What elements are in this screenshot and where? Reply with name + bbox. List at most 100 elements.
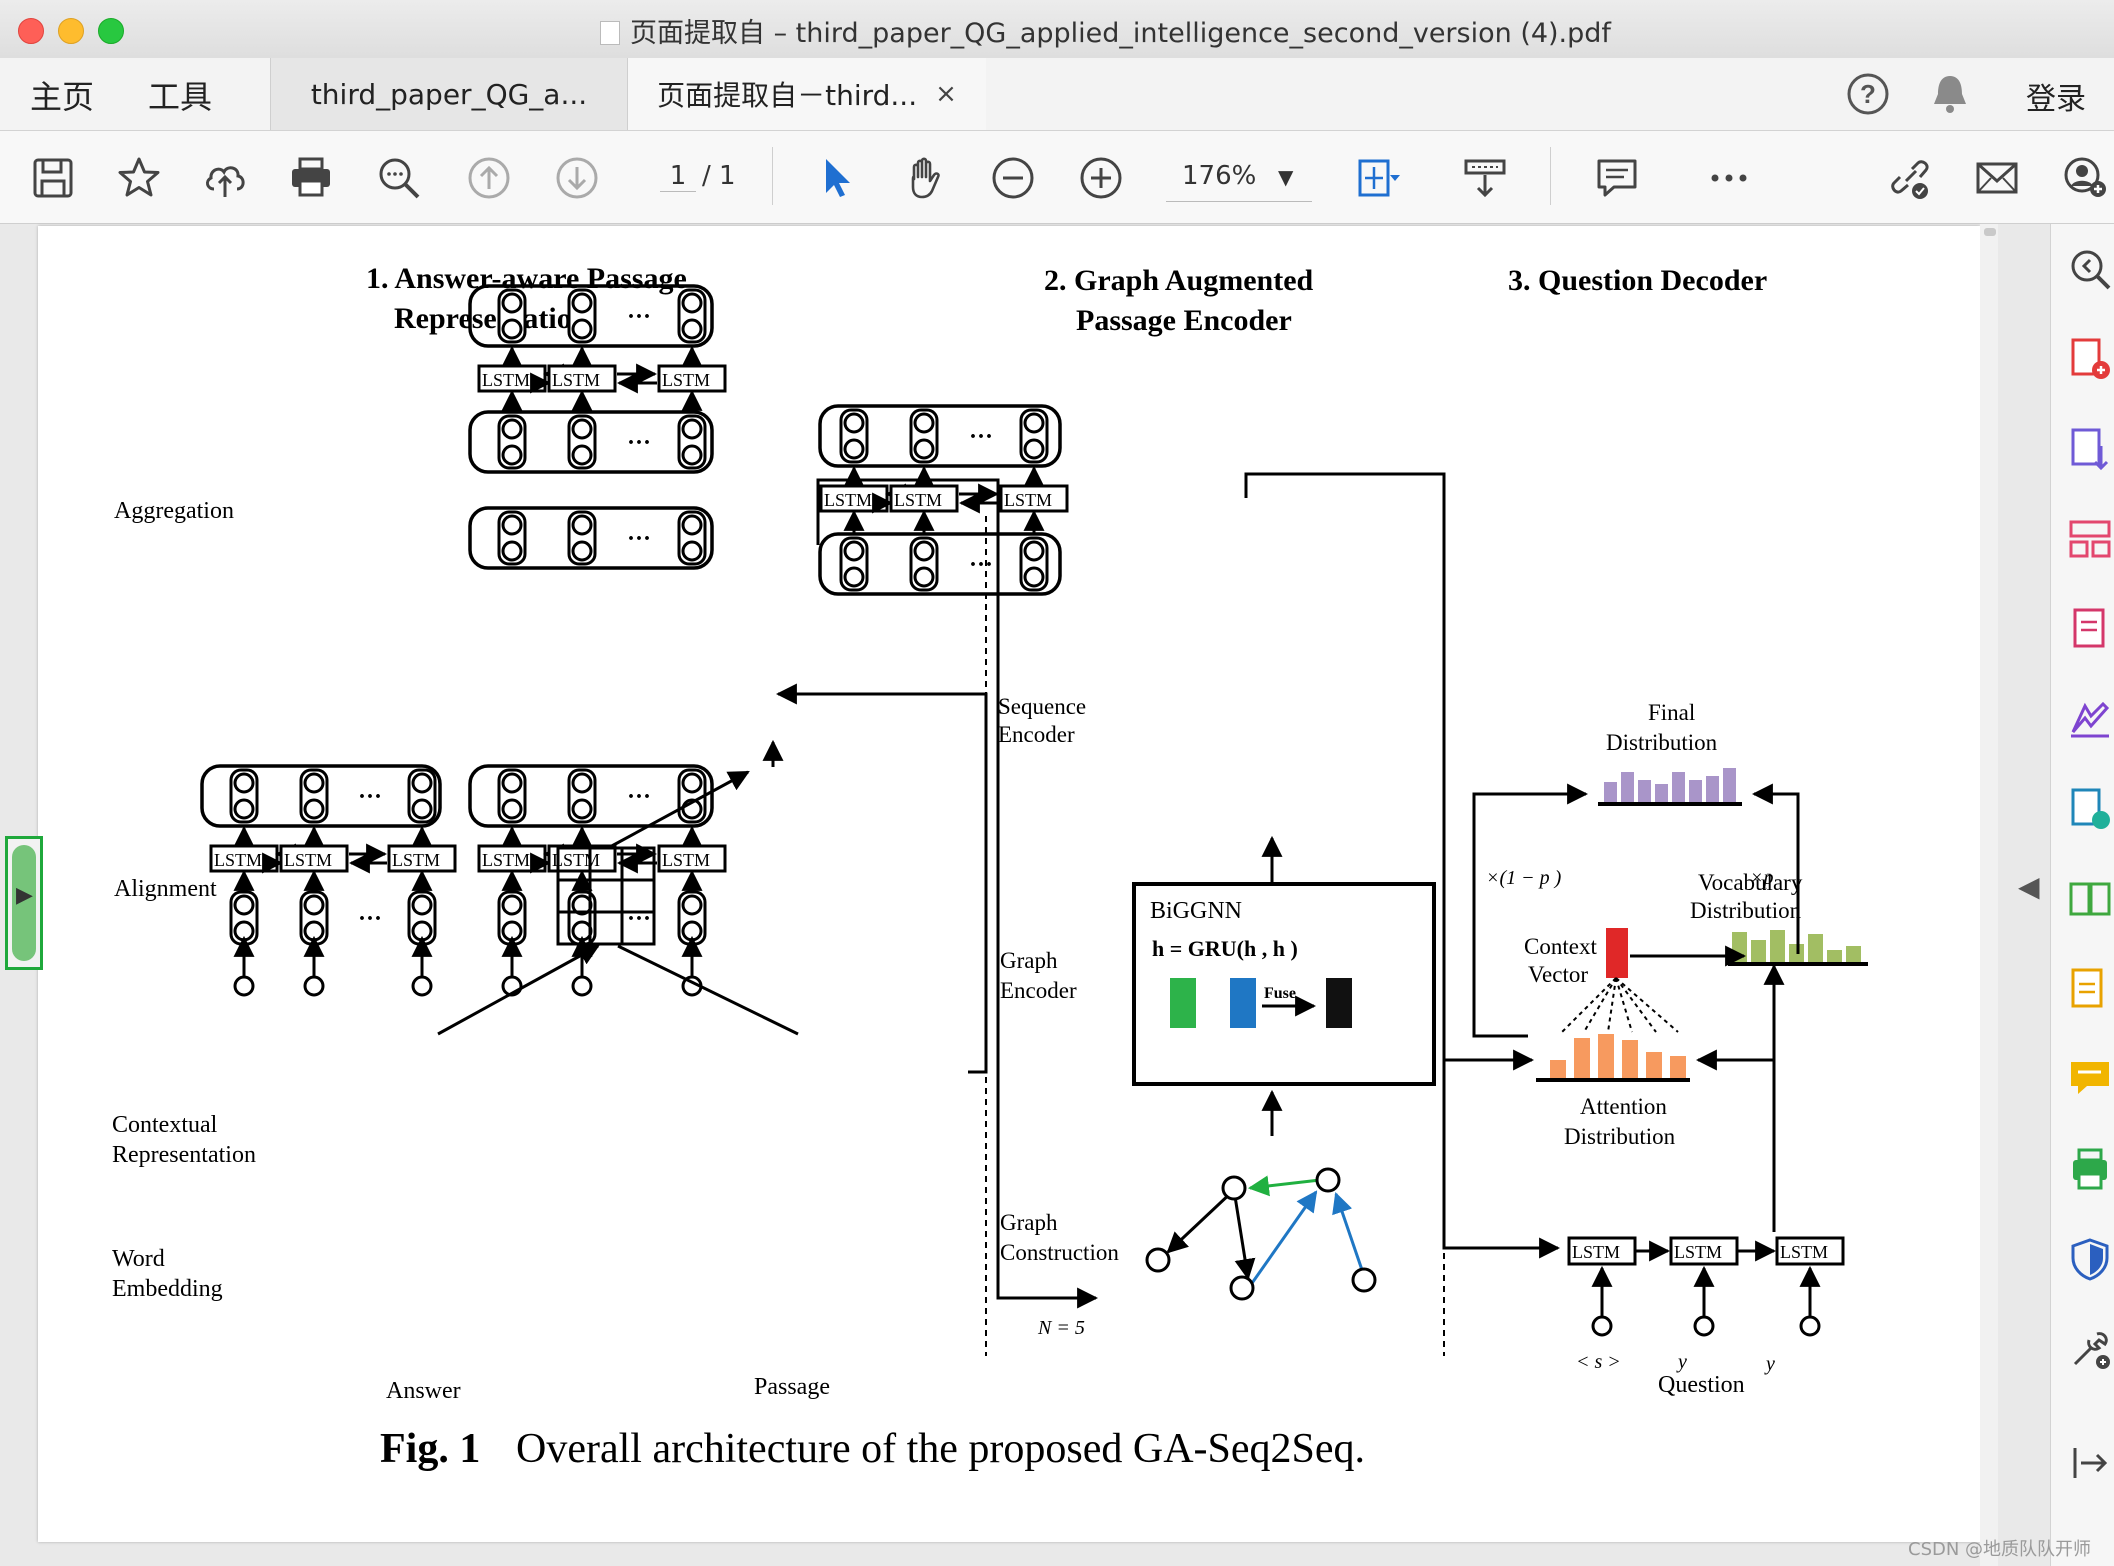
biggnn-box	[1132, 882, 1436, 1086]
next-page-icon[interactable]	[552, 153, 602, 203]
menu-home[interactable]: 主页	[30, 78, 95, 116]
create-pdf-icon[interactable]	[2067, 336, 2113, 382]
more-options-icon[interactable]	[1704, 153, 1754, 203]
section2-title-line2: Passage Encoder	[1076, 304, 1292, 337]
final-distribution-label-2: Distribution	[1606, 730, 1718, 755]
previous-page-icon[interactable]	[464, 153, 514, 203]
label-sequence: Sequence	[998, 694, 1086, 719]
ellipsis: ···	[627, 784, 651, 810]
decoder-lstm-label: LSTM	[1572, 1242, 1620, 1262]
menu-tools[interactable]: 工具	[148, 78, 213, 116]
tab-document-2[interactable]: 页面提取自－third... ×	[628, 58, 986, 130]
decoder-lstm-cell	[1567, 1236, 1637, 1266]
vector-cell	[839, 408, 869, 464]
vector-unit	[681, 514, 703, 536]
send-for-signature-icon[interactable]	[2067, 786, 2113, 832]
scan-ocr-icon[interactable]	[2067, 966, 2113, 1012]
scrollbar-thumb[interactable]	[1984, 228, 1996, 236]
arrow-answer-to-align	[437, 944, 600, 1036]
hand-tool-icon[interactable]	[900, 153, 950, 203]
share-link-icon[interactable]	[1884, 153, 1934, 203]
zoom-window-button[interactable]	[98, 18, 124, 44]
context-vector-label: Context	[1524, 934, 1597, 959]
organize-pages-icon[interactable]	[2067, 516, 2113, 562]
window-title-bar: 页面提取自 – third_paper_QG_applied_intellige…	[0, 0, 2114, 59]
print-icon[interactable]	[286, 153, 336, 203]
comment-icon[interactable]	[1592, 153, 1642, 203]
compare-files-icon[interactable]	[2067, 876, 2113, 922]
vector-cell	[567, 414, 597, 470]
toolbar: 1 / 1 176% ▼	[0, 131, 2114, 224]
mail-icon[interactable]	[1972, 153, 2022, 203]
print-production-icon[interactable]	[2067, 1146, 2113, 1192]
read-mode-icon[interactable]	[1460, 153, 1510, 203]
vector-unit	[1023, 540, 1045, 562]
final-distribution-label: Final	[1648, 700, 1695, 725]
edit-pdf-icon[interactable]	[2067, 606, 2113, 652]
select-cursor-icon[interactable]	[812, 153, 862, 203]
left-panel-toggle[interactable]: ▶	[5, 836, 43, 970]
star-icon[interactable]	[114, 153, 164, 203]
fill-sign-icon[interactable]	[2067, 696, 2113, 742]
ellipsis: ···	[627, 906, 651, 932]
save-icon[interactable]	[28, 153, 78, 203]
zoom-dropdown-icon[interactable]: ▼	[1278, 165, 1294, 189]
zoom-in-icon[interactable]	[1076, 153, 1126, 203]
tab-close-icon[interactable]: ×	[935, 79, 957, 109]
zoom-out-icon[interactable]	[988, 153, 1038, 203]
passage-hbar-row-box	[468, 410, 714, 474]
decoder-lstm-label: LSTM	[1780, 1242, 1828, 1262]
passage-inputs	[501, 935, 703, 997]
more-tools-icon[interactable]	[2067, 1326, 2113, 1372]
vector-unit	[501, 292, 523, 314]
zoom-level-select[interactable]: 176%	[1182, 161, 1257, 191]
vocab-bar	[1827, 950, 1842, 962]
caption-label: Fig. 1	[380, 1426, 480, 1472]
label-alignment: Alignment	[114, 876, 217, 902]
zoom-search-icon[interactable]	[374, 153, 424, 203]
vector-unit	[681, 318, 703, 340]
vertical-scrollbar[interactable]	[1980, 224, 1998, 1566]
label-answer: Answer	[386, 1378, 461, 1404]
tab-document-1[interactable]: third_paper_QG_a...	[270, 58, 628, 130]
collapse-tools-icon[interactable]	[2067, 1440, 2113, 1486]
minimize-window-button[interactable]	[58, 18, 84, 44]
help-icon[interactable]: ?	[1846, 72, 1890, 125]
lstm-label: LSTM	[662, 850, 710, 870]
export-pdf-icon[interactable]	[2067, 426, 2113, 472]
comment-tool-icon[interactable]	[2067, 1056, 2113, 1102]
page-number-input[interactable]: 1	[660, 161, 696, 192]
final-bar	[1706, 776, 1719, 802]
vector-cell	[909, 536, 939, 592]
vector-unit	[303, 772, 325, 794]
attention-bar	[1574, 1038, 1590, 1078]
add-user-icon[interactable]	[2060, 153, 2110, 203]
label-passage: Passage	[754, 1374, 830, 1400]
bell-icon[interactable]	[1930, 72, 1970, 125]
cloud-upload-icon[interactable]	[200, 153, 250, 203]
close-window-button[interactable]	[18, 18, 44, 44]
login-button[interactable]: 登录	[2026, 82, 2086, 117]
final-distribution-bars	[1604, 768, 1736, 802]
vocab-bar	[1846, 946, 1861, 962]
fit-page-icon[interactable]	[1352, 153, 1402, 203]
zoom-tool-icon[interactable]	[2067, 246, 2113, 292]
vector-unit	[843, 566, 865, 588]
arrows-answer-ctx	[233, 825, 433, 847]
biggnn-label: BiGGNN	[1150, 898, 1242, 924]
vector-cell	[299, 768, 329, 824]
section3-title: 3. Question Decoder	[1508, 264, 1767, 297]
attention-distribution-label-2: Distribution	[1564, 1124, 1676, 1149]
collapse-panel-icon[interactable]: ◀	[2018, 870, 2040, 903]
decoder-lstm-cell	[1669, 1236, 1739, 1266]
tab-label: third_paper_QG_a...	[310, 77, 588, 111]
vector-unit	[303, 798, 325, 820]
label-question: Question	[1658, 1372, 1745, 1398]
page-total: / 1	[702, 161, 736, 191]
context-vector-bar	[1606, 928, 1628, 978]
vector-unit	[303, 894, 325, 916]
lstm-label: LSTM	[894, 490, 942, 510]
tab-label: 页面提取自－third...	[657, 79, 918, 112]
protect-icon[interactable]	[2067, 1236, 2113, 1282]
